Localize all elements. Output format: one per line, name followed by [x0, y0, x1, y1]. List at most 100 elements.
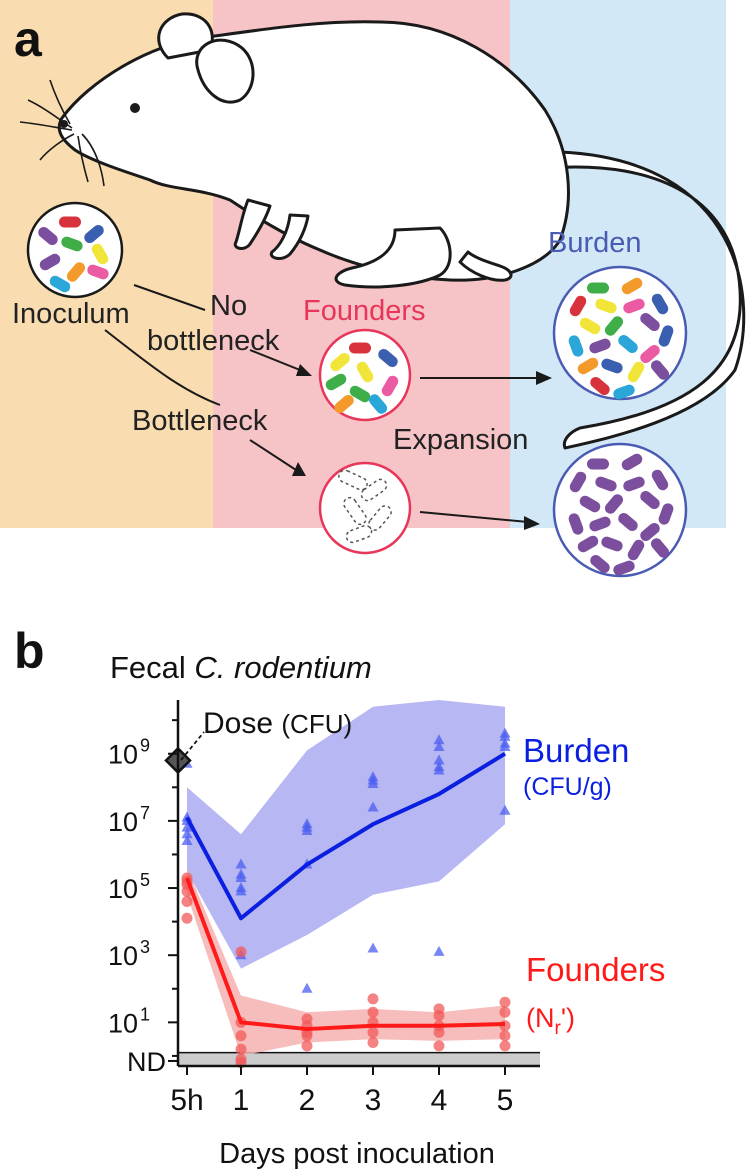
x-tick-label: 5: [497, 1084, 514, 1117]
mouse-front-leg: [233, 198, 272, 250]
founders-point: [301, 1040, 313, 1052]
burden-bacterium: [640, 344, 660, 364]
bottleneck-label: Bottleneck: [132, 405, 268, 437]
burden-point: [235, 858, 247, 869]
burden-point: [301, 982, 313, 993]
mouse-front-leg-2: [269, 213, 310, 260]
burden-bacterium: [651, 293, 669, 315]
y-tick-label-nd: ND: [127, 1047, 166, 1077]
founders-point: [433, 1010, 445, 1022]
inoculum-bacterium: [61, 236, 83, 252]
founder-bacterium: [334, 394, 354, 414]
founders-unit-sub: r: [555, 1018, 562, 1039]
burden-bacterium: [621, 277, 643, 295]
y-tick-label: 10: [108, 1008, 138, 1038]
dose-label-text: Dose: [203, 707, 273, 740]
burden-range-band: [187, 700, 505, 969]
burden-point: [181, 821, 193, 832]
burden-bacteria-diverse: [568, 277, 674, 400]
founders-unit-post: '): [561, 1003, 575, 1033]
inoculum-bacterium: [49, 275, 71, 293]
expanded-bacterium: [613, 560, 635, 576]
burden-bacterium: [577, 357, 599, 375]
burden-bacterium: [595, 298, 617, 314]
founders-median-line: [185, 877, 506, 1032]
burden-bacterium: [618, 334, 638, 354]
y-tick-exponent: 7: [140, 803, 150, 823]
burden-bacterium: [590, 376, 610, 396]
panel-b-letter: b: [14, 623, 45, 679]
founders-series-unit: (Nr'): [526, 1003, 575, 1039]
mouse-ear-large: [195, 38, 255, 104]
inoculum-bacterium: [66, 262, 86, 282]
burden-bacterium: [568, 335, 584, 357]
burden-background: [510, 0, 726, 528]
expanded-bacterium: [601, 536, 623, 552]
founders-unit-pre: (N: [526, 1003, 555, 1033]
dose-label-unit: (CFU): [281, 709, 352, 739]
founder-bacterium: [356, 361, 374, 383]
y-tick-exponent: 9: [140, 736, 150, 756]
expanded-bacterium: [579, 495, 601, 513]
founders-point: [433, 1040, 445, 1052]
founders-point: [235, 946, 247, 958]
founders-point: [499, 1030, 511, 1042]
x-tick-label: 2: [299, 1084, 316, 1117]
panel-a-letter: a: [14, 11, 43, 67]
mouse-eye: [130, 103, 140, 113]
burden-series-unit: (CFU/g): [523, 773, 612, 801]
founders-point: [499, 1040, 511, 1052]
y-tick-label: 10: [108, 941, 138, 971]
expanded-bacterium: [590, 554, 610, 574]
expanded-bacterium: [627, 539, 645, 561]
burden-series-label: Burden: [523, 732, 629, 769]
burden-point: [433, 754, 445, 765]
burden-median-line: [185, 752, 507, 921]
expanded-bacterium: [618, 512, 638, 532]
founder-bacterium: [349, 385, 371, 403]
burden-point: [433, 764, 445, 775]
y-tick-exponent: 5: [140, 870, 150, 890]
expanded-bacterium: [589, 516, 611, 532]
mouse-illustration: [57, 12, 746, 450]
burden-point: [499, 730, 511, 741]
burden-bacterium: [587, 282, 609, 294]
burden-point: [235, 885, 247, 896]
burden-point: [499, 741, 511, 752]
burden-bacterium: [623, 298, 645, 314]
expanded-bacterium: [595, 476, 617, 492]
nd-band: [178, 1052, 540, 1066]
founders-header-label: Founders: [303, 295, 426, 327]
burden-bacterium: [601, 358, 623, 374]
burden-point: [367, 777, 379, 788]
burden-bacterium: [579, 317, 601, 335]
lost-lineage-outlines: [338, 469, 392, 544]
burden-bacterium: [589, 338, 611, 354]
burden-point: [235, 871, 247, 882]
burden-bacterium: [640, 312, 660, 332]
burden-bacterium: [604, 316, 624, 336]
burden-bacterium: [613, 384, 635, 400]
founders-point: [367, 1036, 379, 1048]
chart-title-italic: C. rodentium: [194, 650, 371, 685]
no-bottleneck-label-line2: bottleneck: [147, 325, 280, 357]
burden-point: [433, 945, 445, 956]
plot-area: [164, 700, 540, 1069]
y-tick-label: 10: [108, 807, 138, 837]
expanded-bacterium: [621, 453, 643, 471]
inoculum-bacterium: [59, 216, 81, 228]
mouse-hind-foot: [458, 250, 513, 282]
y-tick-label: 10: [108, 740, 138, 770]
founder-bacterium: [381, 375, 399, 397]
founders-range-band: [187, 867, 505, 1056]
x-tick-label: 5h: [170, 1084, 203, 1117]
pathway-lines: [104, 284, 540, 523]
founders-circle-no-bottleneck: [318, 328, 412, 422]
burden-point: [301, 824, 313, 835]
panel-a-schematic: a: [0, 0, 746, 578]
expanded-bacterium: [650, 538, 670, 558]
dose-label: Dose (CFU): [203, 707, 352, 740]
founders-point: [367, 1006, 379, 1018]
inoculum-label: Inoculum: [12, 298, 130, 330]
